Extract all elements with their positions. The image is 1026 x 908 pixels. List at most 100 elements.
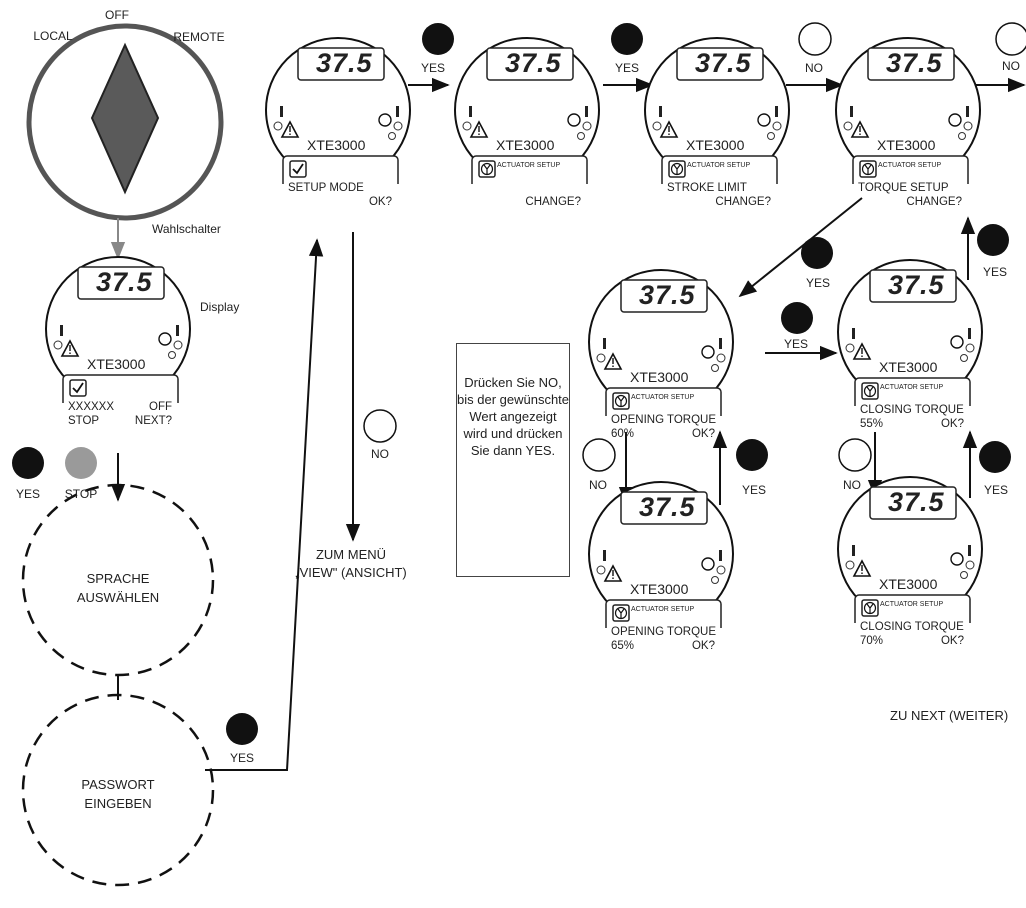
close-limit-icon <box>60 325 63 336</box>
panel-line2-right: CHANGE? <box>525 196 581 208</box>
yes-button-icon[interactable] <box>226 713 258 745</box>
actuator-display-2: 37.5 XTE3000 <box>453 36 601 184</box>
actuator-display-1: 37.5 XTE3000 <box>264 36 412 184</box>
step-circle-password <box>21 693 215 887</box>
yes-button-icon[interactable] <box>781 302 813 334</box>
no-button-icon[interactable] <box>363 409 397 443</box>
message-panel <box>661 155 778 184</box>
bluetooth-icon <box>378 113 392 127</box>
no-button-icon[interactable] <box>798 22 832 56</box>
open-limit-icon <box>968 545 971 556</box>
indicator-led <box>711 576 719 584</box>
panel-line1: OPENING TORQUE <box>611 414 717 426</box>
yes-label: YES <box>741 483 767 497</box>
indicator-led <box>963 121 973 131</box>
no-label: NO <box>371 447 389 461</box>
close-limit-icon <box>280 106 283 117</box>
open-limit-icon <box>719 550 722 561</box>
yes-button-icon[interactable] <box>977 224 1009 256</box>
close-limit-icon <box>659 106 662 117</box>
indicator-led <box>772 121 782 131</box>
close-limit-icon <box>603 550 606 561</box>
actuator-menu-icon <box>859 160 877 178</box>
panel-line2: 60% <box>611 428 635 440</box>
close-limit-icon <box>469 106 472 117</box>
actuator-display-6: 37.5 XTE3000 <box>587 480 735 628</box>
panel-line2-right: OK? <box>691 640 715 652</box>
no-button-icon[interactable] <box>582 438 616 472</box>
yes-button-icon[interactable] <box>12 447 44 479</box>
panel-line2-right: OK? <box>691 428 715 440</box>
yes-button-icon[interactable] <box>801 237 833 269</box>
message-panel <box>605 387 722 416</box>
selector-caption: Wahlschalter <box>152 222 221 236</box>
message-panel <box>62 374 179 403</box>
model-label: XTE3000 <box>496 137 555 153</box>
stop-button-icon[interactable] <box>65 447 97 479</box>
indicator-led <box>596 565 606 575</box>
lcd-value: 37.5 <box>886 48 943 78</box>
yes-button-icon[interactable] <box>422 23 454 55</box>
model-label: XTE3000 <box>630 581 689 597</box>
selector-remote-label: REMOTE <box>173 30 225 44</box>
panel-line2-right: CHANGE? <box>906 196 962 208</box>
close-limit-icon <box>850 106 853 117</box>
lcd-display <box>867 47 955 81</box>
indicator-led <box>960 354 968 362</box>
yes-button-icon[interactable] <box>736 439 768 471</box>
indicator-led <box>652 121 662 131</box>
bluetooth-icon <box>567 113 581 127</box>
no-button-icon[interactable] <box>995 22 1026 56</box>
lcd-value: 37.5 <box>639 492 696 522</box>
device-face <box>265 37 411 184</box>
lcd-display <box>620 279 708 313</box>
device-face <box>644 37 790 184</box>
lcd-value: 37.5 <box>695 48 752 78</box>
device-face <box>588 481 734 628</box>
message-panel <box>605 599 722 628</box>
close-limit-icon <box>852 328 855 339</box>
indicator-led <box>965 560 975 570</box>
lcd-value: 37.5 <box>639 280 696 310</box>
panel-line2-right: CHANGE? <box>715 196 771 208</box>
selector-switch[interactable] <box>26 23 224 221</box>
indicator-led <box>711 364 719 372</box>
bluetooth-icon <box>950 335 964 349</box>
yes-label: YES <box>614 61 640 75</box>
yes-button-icon[interactable] <box>979 441 1011 473</box>
lcd-value: 37.5 <box>888 487 945 517</box>
open-limit-icon <box>719 338 722 349</box>
warning-icon <box>852 342 872 360</box>
no-button-icon[interactable] <box>838 438 872 472</box>
yes-button-icon[interactable] <box>611 23 643 55</box>
device-face <box>837 476 983 623</box>
panel-line1: CLOSING TORQUE <box>860 404 964 416</box>
panel-line1: CLOSING TORQUE <box>860 621 964 633</box>
model-label: XTE3000 <box>686 137 745 153</box>
warning-icon <box>850 120 870 138</box>
actuator-menu-icon <box>612 392 630 410</box>
actuator-display-4: 37.5 XTE3000 <box>834 36 982 184</box>
instruction-note-text: Drücken Sie NO, bis der gewünschte Wert … <box>457 375 570 458</box>
bluetooth-icon <box>701 557 715 571</box>
yes-label: YES <box>805 276 831 290</box>
panel-line2-right: OK? <box>940 635 964 647</box>
open-limit-icon <box>968 328 971 339</box>
lcd-display <box>869 269 957 303</box>
model-label: XTE3000 <box>307 137 366 153</box>
view-menu-line1: ZUM MENÜ <box>315 547 387 562</box>
warning-icon <box>280 120 300 138</box>
no-label: NO <box>805 61 823 75</box>
view-menu-line2: „VIEW" (ANSICHT) <box>295 565 407 580</box>
lcd-display <box>620 491 708 525</box>
bluetooth-icon <box>701 345 715 359</box>
close-limit-icon <box>852 545 855 556</box>
step-language-line1: SPRACHE <box>86 571 150 586</box>
device-face <box>835 37 981 184</box>
step-password-line2: EINGEBEN <box>84 796 152 811</box>
